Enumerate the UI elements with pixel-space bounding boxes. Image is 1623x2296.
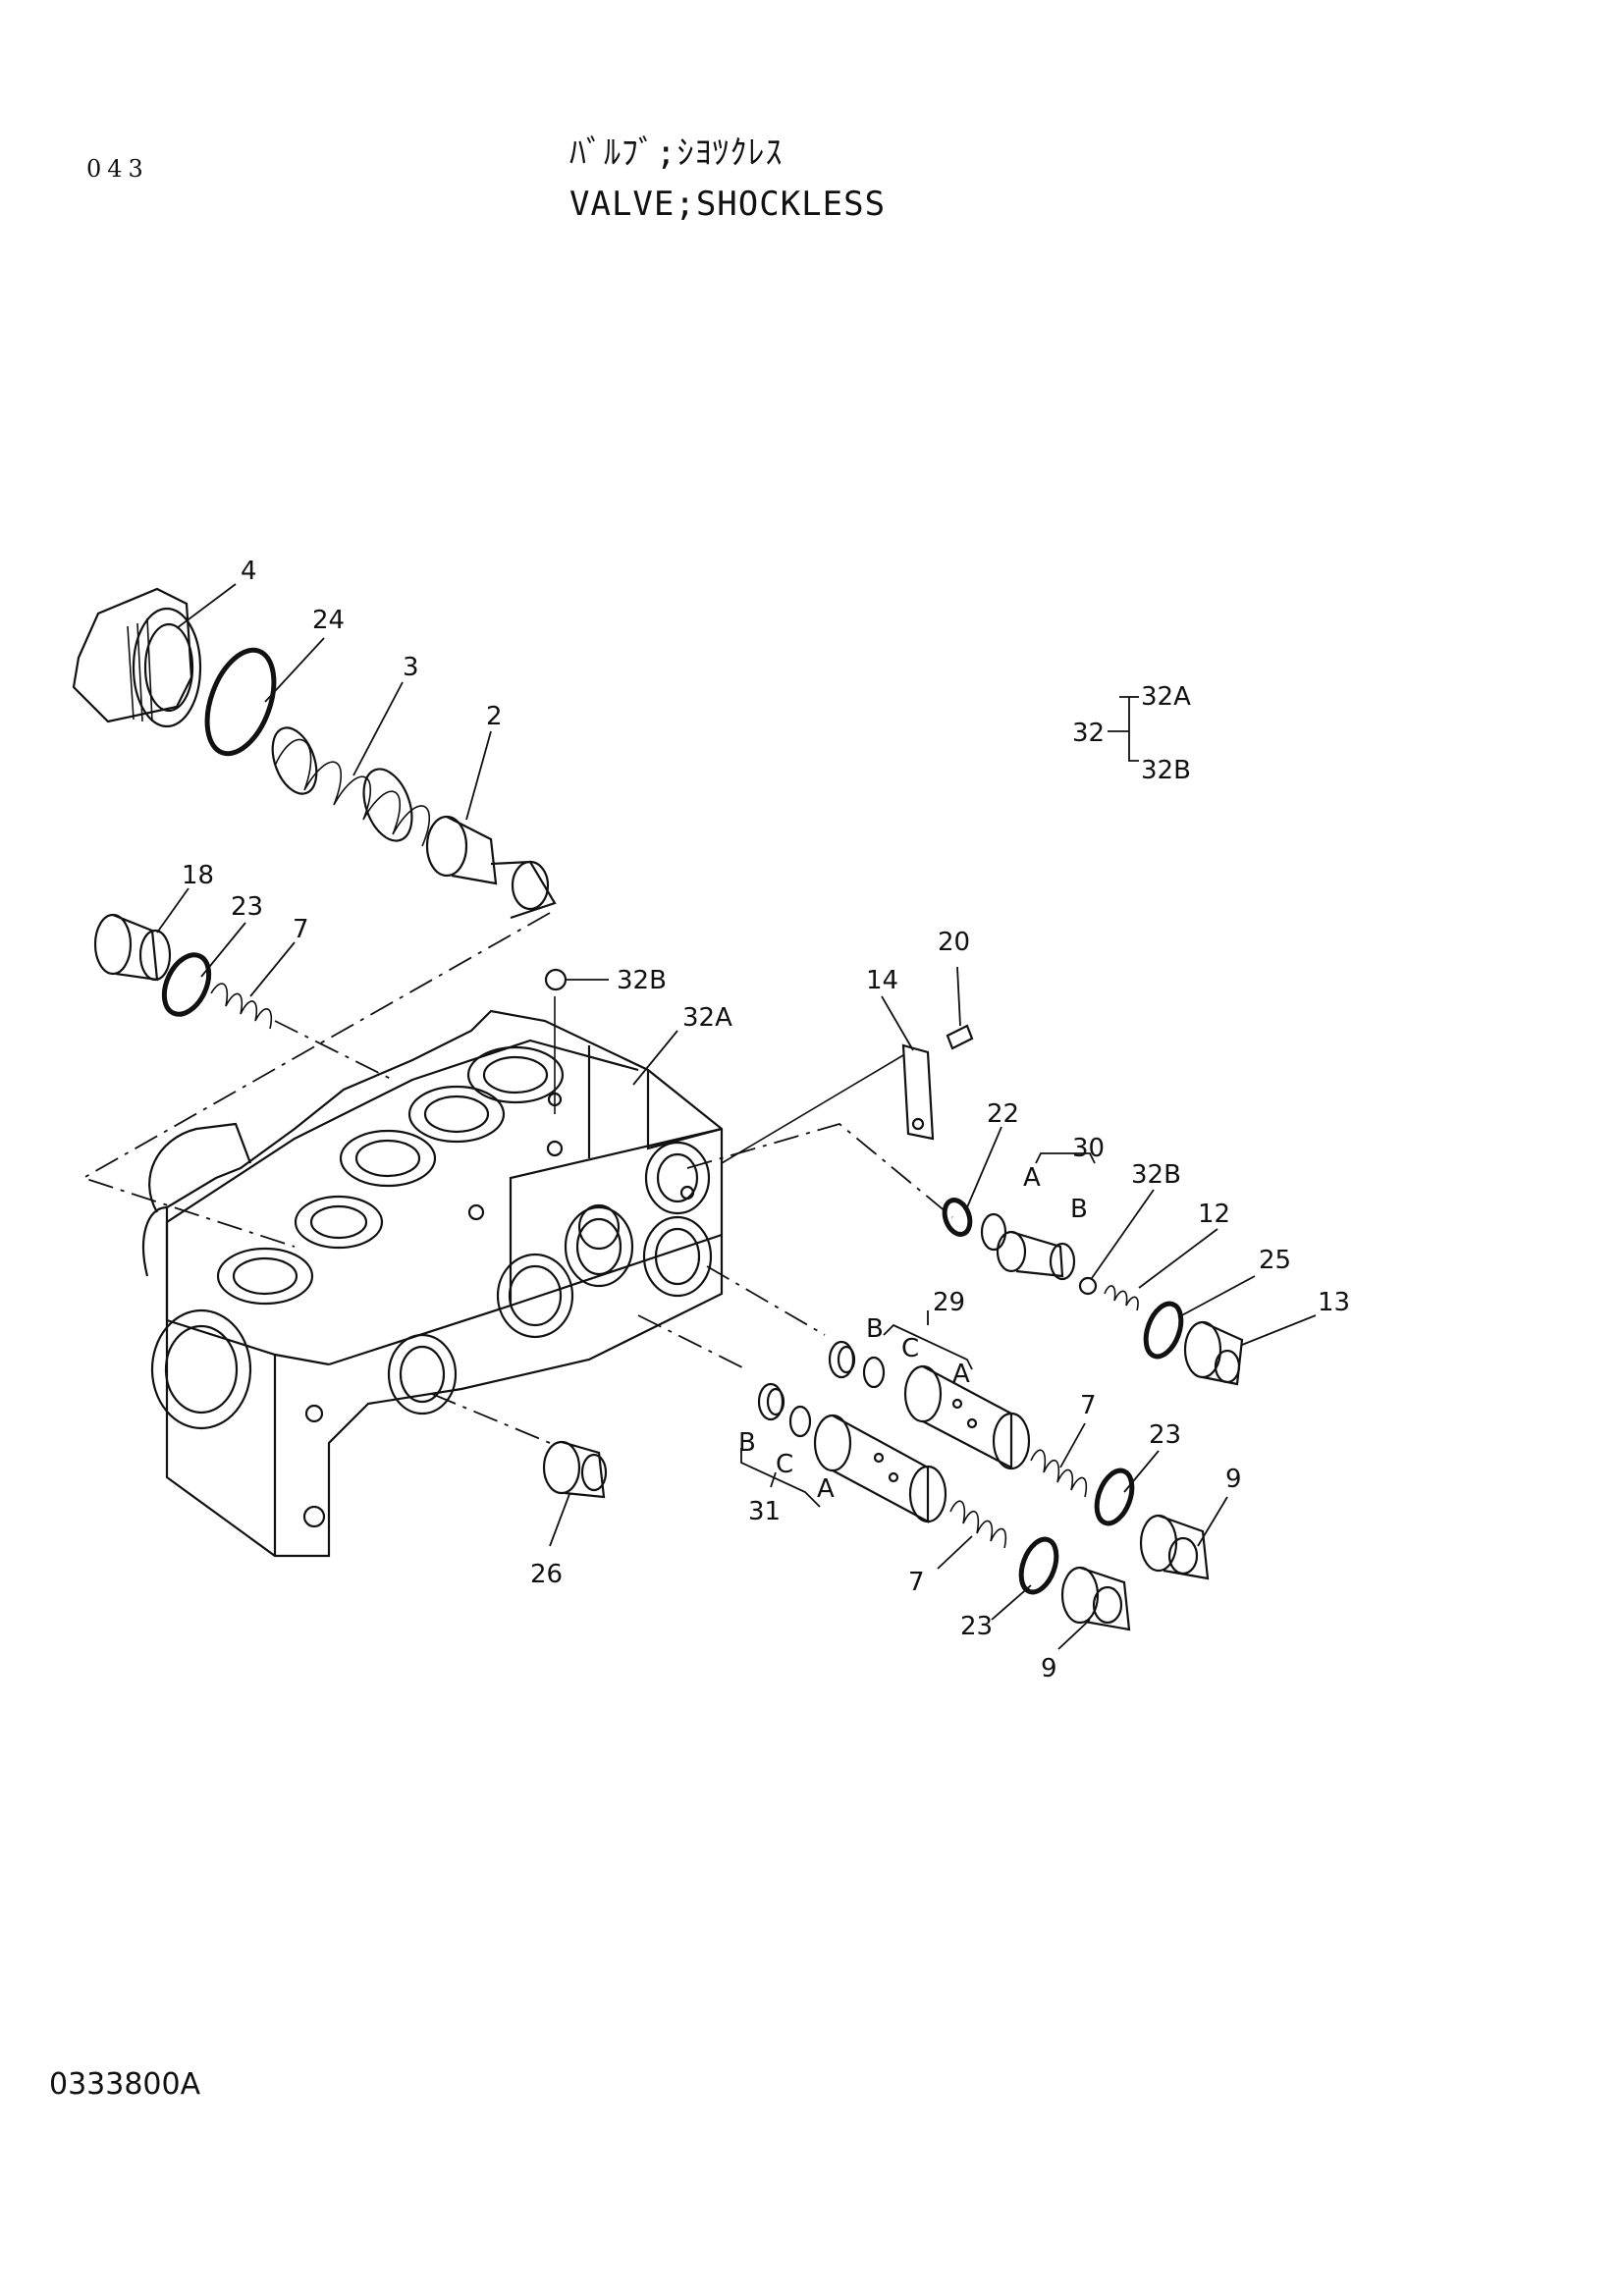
o-ring-22 [942, 1198, 973, 1237]
spring-7b [1030, 1449, 1088, 1498]
callout-23-lower: 23 [960, 1612, 993, 1641]
assembly-child-32a: 32A [1141, 682, 1191, 712]
screw-20 [946, 1024, 974, 1050]
spring-3 [271, 726, 431, 847]
seat-31b [757, 1382, 785, 1421]
page-number: 043 [86, 155, 149, 183]
callout-4: 4 [241, 557, 257, 586]
bracket-29 [883, 1310, 973, 1370]
plate-14 [901, 1043, 935, 1141]
callout-30: 30 [1072, 1134, 1105, 1163]
assembly-lines [81, 912, 953, 1444]
spring-7a [210, 983, 273, 1030]
callout-24: 24 [312, 606, 345, 635]
callout-32b-top: 32B [617, 966, 667, 995]
callout-31: 31 [748, 1497, 781, 1526]
callout-7-lower: 7 [908, 1568, 925, 1597]
callout-31-a: A [817, 1474, 835, 1504]
callout-32b-mid: 32B [1131, 1160, 1181, 1190]
disc-29c [862, 1356, 886, 1389]
ball-32b-mid [1078, 1276, 1098, 1296]
assembly-child-32b: 32B [1141, 756, 1191, 785]
callout-29: 29 [933, 1288, 965, 1317]
plug-9b [1060, 1566, 1131, 1631]
callout-7-upper: 7 [293, 915, 309, 944]
callout-3: 3 [403, 653, 419, 682]
o-ring-23c [1018, 1536, 1059, 1595]
callout-13: 13 [1318, 1288, 1350, 1317]
callout-26: 26 [530, 1560, 563, 1589]
spool-31a [813, 1414, 947, 1523]
disc-31c [788, 1405, 812, 1438]
callout-31-b: B [738, 1428, 756, 1458]
callout-2: 2 [486, 702, 503, 731]
callout-9-lower: 9 [1041, 1654, 1057, 1683]
o-ring-24 [204, 647, 277, 757]
plug-18 [93, 913, 172, 982]
callout-30-a: A [1023, 1163, 1041, 1193]
bracket-30 [1035, 1152, 1096, 1164]
seat-29b [828, 1340, 856, 1379]
callout-12: 12 [1198, 1200, 1230, 1229]
ball-32b-top [544, 968, 568, 991]
callout-14: 14 [866, 966, 898, 995]
callout-25: 25 [1259, 1246, 1291, 1275]
callout-7-right: 7 [1080, 1391, 1097, 1420]
callout-23-upper: 23 [231, 892, 263, 922]
valve-body [142, 1009, 724, 1558]
bracket-31 [740, 1448, 821, 1508]
assembly-bracket: 32 32A 32B [1072, 682, 1191, 785]
callout-18: 18 [182, 861, 214, 890]
assembly-parent-label: 32 [1072, 719, 1105, 748]
spool-29a [903, 1364, 1031, 1470]
spring-7c [949, 1500, 1007, 1549]
spring-12 [1104, 1285, 1139, 1311]
callout-22: 22 [987, 1099, 1019, 1129]
spool-30b [996, 1230, 1076, 1281]
callout-32a: 32A [682, 1003, 732, 1033]
callout-30-b: B [1070, 1195, 1088, 1224]
o-ring-23b [1094, 1468, 1135, 1526]
callout-31-c: C [776, 1450, 793, 1479]
poppet-2 [425, 815, 557, 920]
plug-9a [1139, 1514, 1210, 1580]
plug-26 [542, 1440, 608, 1499]
drawing-code: 0333800A [49, 2067, 201, 2102]
callout-20: 20 [938, 928, 970, 957]
callout-29-b: B [866, 1314, 884, 1344]
title-english: VALVE;SHOCKLESS [569, 185, 887, 224]
o-ring-23a [161, 952, 212, 1017]
o-ring-25 [1143, 1301, 1184, 1360]
callout-9-right: 9 [1225, 1465, 1242, 1494]
callout-29-a: A [952, 1360, 970, 1389]
seat-30a [980, 1212, 1007, 1252]
title-japanese: ﾊﾞﾙﾌﾞ;ｼﾖﾂｸﾚｽ [569, 133, 784, 173]
callout-23-right: 23 [1149, 1420, 1181, 1450]
callout-29-c: C [901, 1334, 919, 1363]
plug-13 [1183, 1320, 1244, 1386]
plug-4 [72, 587, 202, 728]
leader-lines [156, 583, 1317, 1650]
callouts: 4 24 3 2 18 23 7 32B 32A 14 20 22 30 A B… [182, 557, 1350, 1683]
